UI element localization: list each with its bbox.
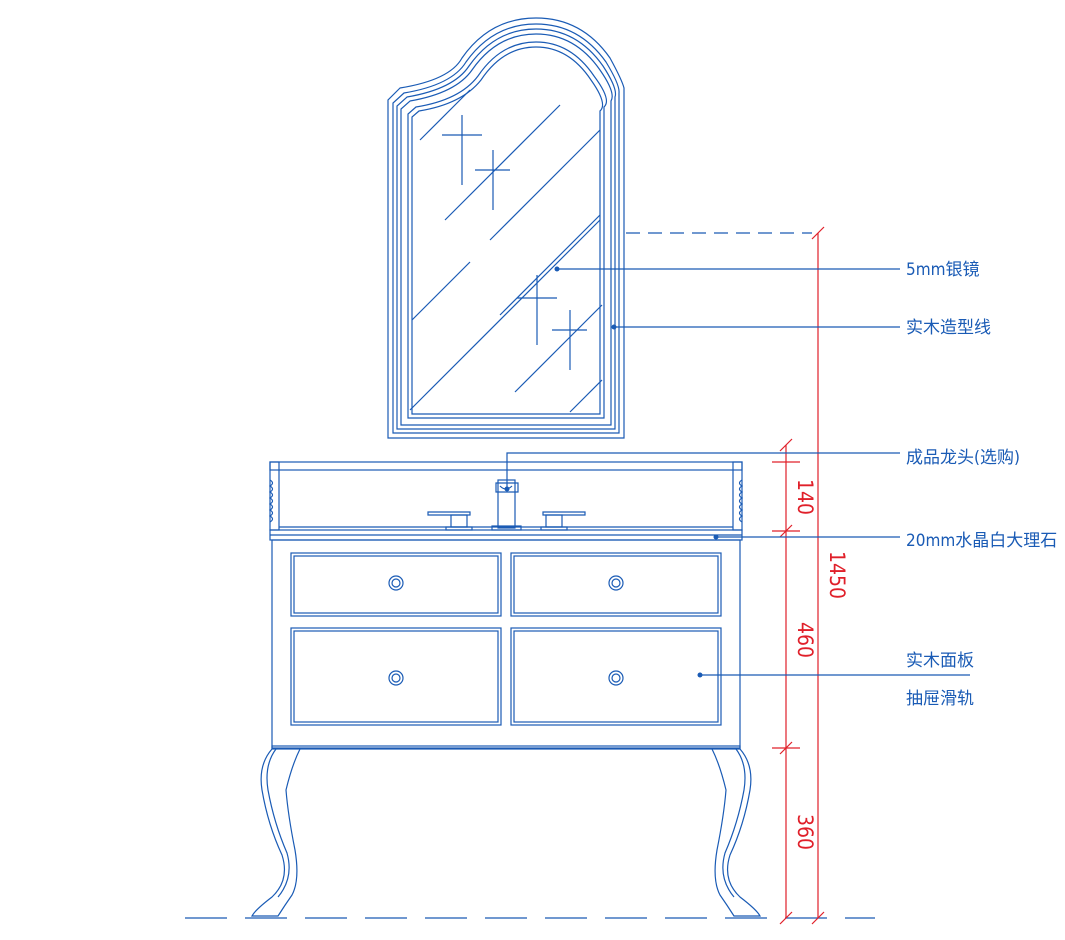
callout-mirror: 5mm银镜 (554, 260, 980, 280)
callout-faucet: 成品龙头(选购) (504, 448, 1020, 492)
callout-countertop: 20mm水晶白大理石 (713, 531, 1057, 551)
drawer-bottom-left (290, 627, 502, 726)
backsplash (268, 461, 744, 531)
drawer-bottom-right (510, 627, 722, 726)
dim-1450: 1450 (825, 551, 849, 599)
mirror-frame (387, 17, 625, 439)
callout-frame: 实木造型线 (611, 318, 991, 338)
dim-460: 460 (793, 622, 817, 658)
leg-right (711, 748, 761, 917)
label-frame: 实木造型线 (906, 318, 991, 338)
label-countertop: 20mm水晶白大理石 (906, 531, 1057, 551)
label-faucet: 成品龙头(选购) (906, 448, 1020, 468)
dimension-lines (626, 226, 825, 925)
dim-140: 140 (793, 479, 817, 515)
marble-countertop (269, 529, 743, 541)
mirror-glass (407, 41, 607, 419)
drawer-top-left (290, 552, 502, 617)
label-panel: 实木面板 (906, 651, 974, 671)
leg-left (251, 748, 301, 917)
callout-panel: 实木面板 抽屉滑轨 (697, 651, 974, 709)
cabinet-body (271, 539, 741, 750)
drawer-top-right (510, 552, 722, 617)
dim-360: 360 (793, 814, 817, 850)
label-mirror: 5mm银镜 (906, 260, 980, 280)
label-slide: 抽屉滑轨 (906, 689, 974, 709)
